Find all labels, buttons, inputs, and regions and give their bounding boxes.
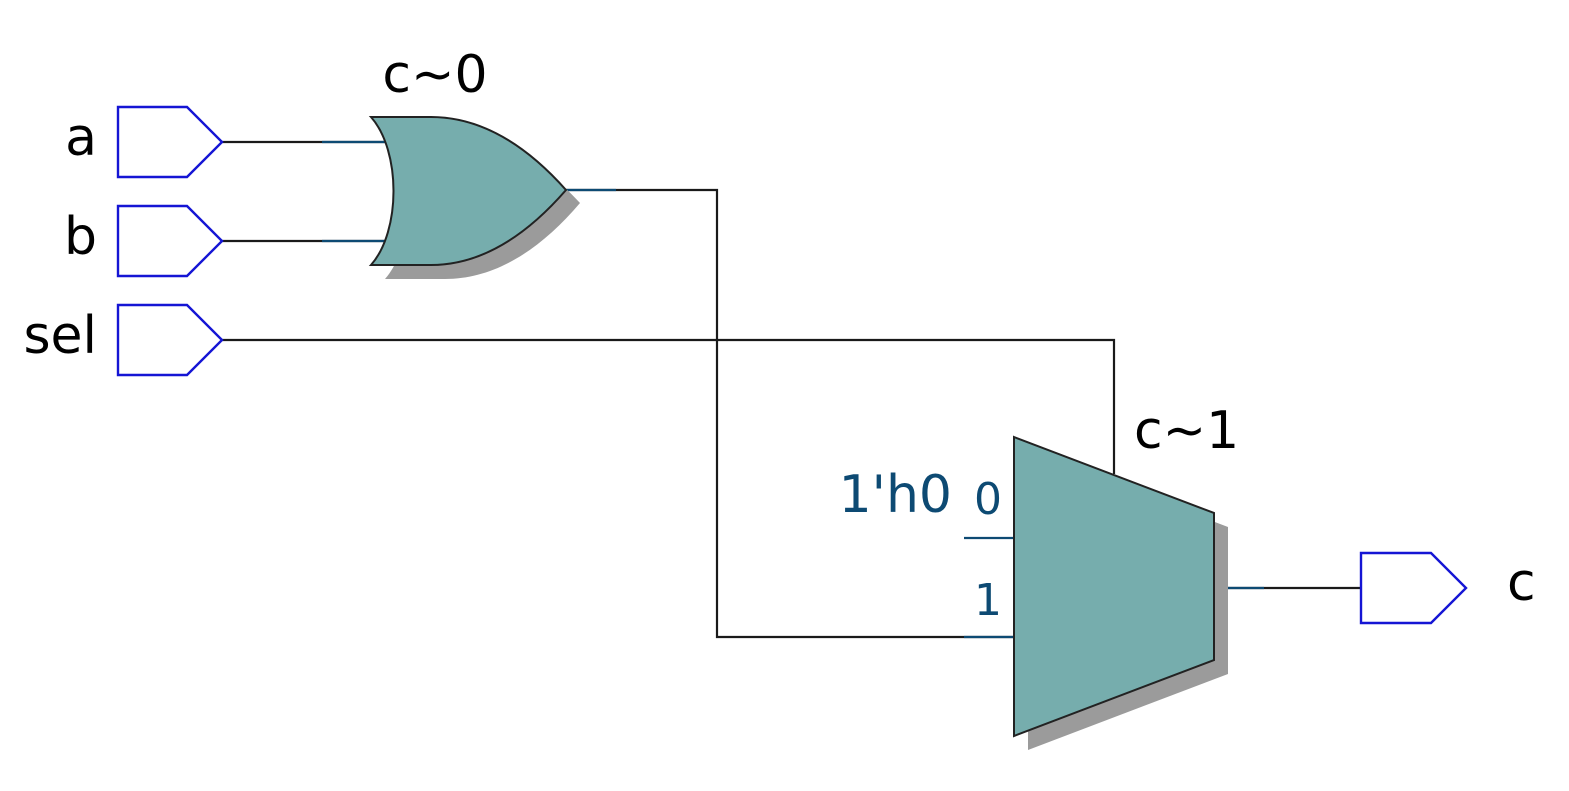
or-gate-body — [368, 116, 568, 266]
input-port-a[interactable]: a — [65, 105, 224, 179]
mux-pin0-label: 0 — [974, 474, 1002, 525]
output-port-c-icon — [1359, 551, 1468, 625]
wire-or-to-mux-in1 — [566, 188, 1014, 639]
mux-const-input-label: 1'h0 — [839, 465, 952, 525]
mux-body — [1013, 435, 1215, 738]
mux-instance-label: c~1 — [1134, 401, 1239, 461]
output-port-c-label: c — [1507, 553, 1536, 613]
mux[interactable]: c~1 0 1 1'h0 — [839, 401, 1240, 750]
output-port-c[interactable]: c — [1359, 551, 1536, 625]
or-gate[interactable]: c~0 — [368, 45, 580, 279]
input-port-b-icon — [116, 204, 224, 278]
input-port-sel[interactable]: sel — [23, 303, 224, 377]
input-port-b-label: b — [64, 207, 97, 267]
wire-sel-to-mux — [222, 338, 1116, 474]
input-port-b[interactable]: b — [64, 204, 224, 278]
or-gate-instance-label: c~0 — [382, 45, 487, 105]
input-port-a-label: a — [65, 108, 97, 168]
mux-pin1-label: 1 — [974, 575, 1002, 626]
input-port-sel-label: sel — [23, 306, 97, 366]
input-port-sel-icon — [116, 303, 224, 377]
input-port-a-icon — [116, 105, 224, 179]
